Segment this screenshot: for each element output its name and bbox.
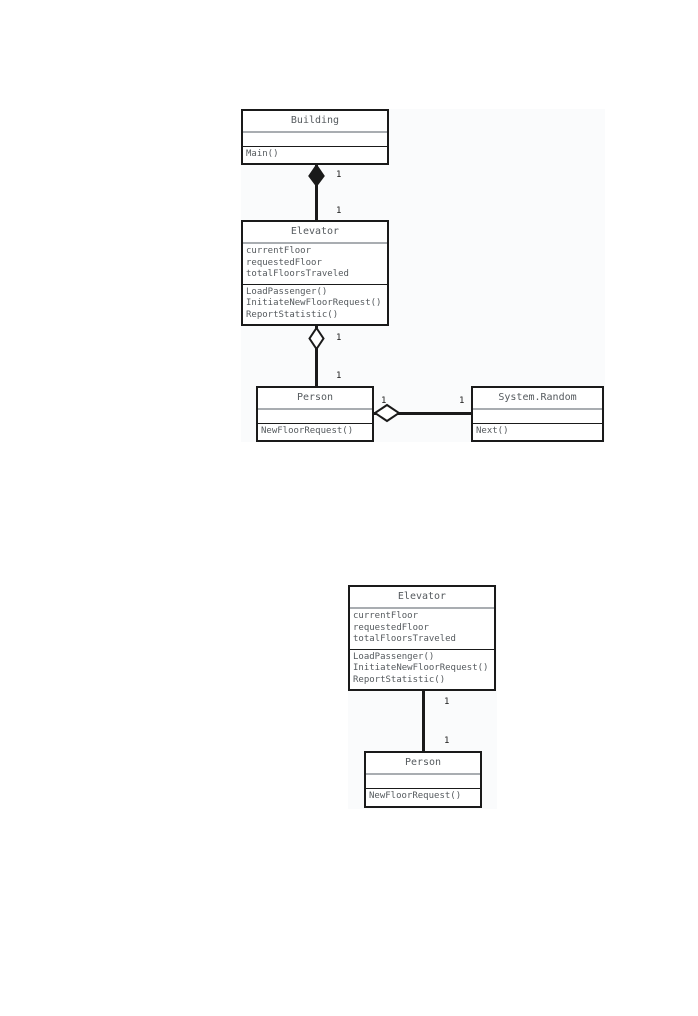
uml-operation: LoadPassenger(): [246, 286, 328, 297]
uml-operations-person: NewFloorRequest(): [258, 424, 372, 440]
multiplicity-elevator-end-bottom: 1: [336, 333, 342, 343]
uml-class-name-elevator: Elevator: [243, 222, 387, 244]
uml-class-name-elevator-2: Elevator: [350, 587, 494, 609]
uml-operations-elevator: LoadPassenger() InitiateNewFloorRequest(…: [243, 285, 387, 325]
multiplicity-random-end: 1: [459, 396, 465, 406]
uml-class-person[interactable]: Person NewFloorRequest(): [256, 386, 374, 442]
uml-attribute: totalFloorsTraveled: [353, 634, 456, 644]
connector-elevator-person: [315, 326, 318, 386]
uml-attributes-building: [243, 133, 387, 147]
uml-attributes-elevator: currentFloor requestedFloor totalFloorsT…: [243, 244, 387, 285]
uml-class-building[interactable]: Building Main(): [241, 109, 389, 165]
uml-operations-person-2: NewFloorRequest(): [366, 789, 480, 806]
open-diamond-icon: [373, 402, 401, 424]
uml-class-system-random[interactable]: System.Random Next(): [471, 386, 604, 442]
uml-class-name-system-random: System.Random: [473, 388, 602, 410]
uml-operation: InitiateNewFloorRequest(): [353, 663, 489, 673]
multiplicity-person2-end: 1: [444, 736, 450, 746]
uml-attributes-elevator-2: currentFloor requestedFloor totalFloorsT…: [350, 609, 494, 650]
uml-attribute: currentFloor: [353, 611, 419, 621]
uml-attribute: requestedFloor: [353, 622, 429, 633]
multiplicity-person-end-top: 1: [336, 371, 342, 381]
connector-building-elevator: [315, 165, 318, 220]
connector-elevator2-person2: [422, 691, 425, 751]
uml-class-elevator-2[interactable]: Elevator currentFloor requestedFloor tot…: [348, 585, 496, 691]
uml-operation: ReportStatistic(): [353, 674, 446, 685]
multiplicity-elevator-end-top: 1: [336, 206, 342, 216]
multiplicity-building-end: 1: [336, 170, 342, 180]
uml-class-name-person: Person: [258, 388, 372, 410]
uml-class-name-person-2: Person: [366, 753, 480, 775]
uml-operation: Main(): [246, 148, 279, 159]
uml-attribute: totalFloorsTraveled: [246, 269, 349, 279]
uml-attributes-person: [258, 410, 372, 424]
open-diamond-icon: [307, 326, 326, 351]
filled-diamond-icon: [307, 163, 326, 188]
uml-operation: InitiateNewFloorRequest(): [246, 298, 382, 308]
multiplicity-elevator2-end: 1: [444, 697, 450, 707]
uml-operations-building: Main(): [243, 147, 387, 163]
connector-person-random: [374, 412, 472, 415]
uml-class-elevator[interactable]: Elevator currentFloor requestedFloor tot…: [241, 220, 389, 326]
uml-attributes-person-2: [366, 775, 480, 789]
uml-attribute: requestedFloor: [246, 257, 322, 268]
uml-operations-system-random: Next(): [473, 424, 602, 440]
uml-operation: NewFloorRequest(): [369, 791, 462, 801]
uml-attributes-system-random: [473, 410, 602, 424]
uml-operation: NewFloorRequest(): [261, 425, 354, 436]
uml-operation: LoadPassenger(): [353, 651, 435, 662]
uml-class-name-building: Building: [243, 111, 387, 133]
uml-class-person-2[interactable]: Person NewFloorRequest(): [364, 751, 482, 808]
multiplicity-person-end-right: 1: [381, 396, 387, 406]
uml-attribute: currentFloor: [246, 246, 312, 256]
uml-operation: ReportStatistic(): [246, 309, 339, 320]
uml-operation: Next(): [476, 425, 509, 436]
uml-operations-elevator-2: LoadPassenger() InitiateNewFloorRequest(…: [350, 650, 494, 690]
